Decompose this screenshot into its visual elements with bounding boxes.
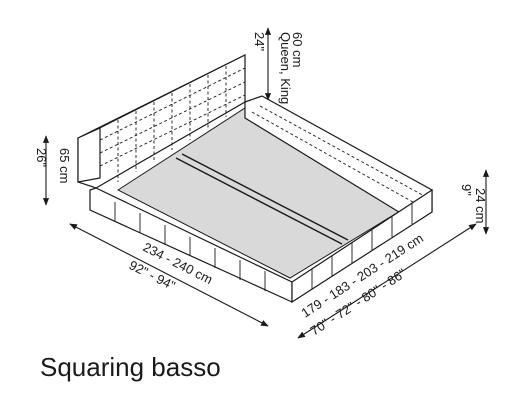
frame-height-cm: 65 cm bbox=[57, 148, 72, 183]
platform-height-dimension: 24 cm 9" bbox=[459, 169, 490, 235]
headboard-height-dimension: 60 cm Queen, King 24" bbox=[252, 27, 305, 104]
frame-height-dimension: 65 cm 26" bbox=[34, 135, 72, 206]
headboard-height-note: Queen, King bbox=[278, 32, 293, 104]
headboard-height-inch: 24" bbox=[252, 32, 267, 51]
product-name: Squaring basso bbox=[40, 352, 221, 382]
platform-height-inch: 9" bbox=[459, 184, 474, 196]
headboard-height-cm: 60 cm bbox=[290, 32, 305, 67]
frame-height-inch: 26" bbox=[34, 148, 49, 167]
width-arrow bbox=[297, 223, 477, 339]
headboard bbox=[77, 54, 246, 189]
length-arrow bbox=[69, 223, 269, 327]
platform-height-cm: 24 cm bbox=[473, 188, 488, 223]
